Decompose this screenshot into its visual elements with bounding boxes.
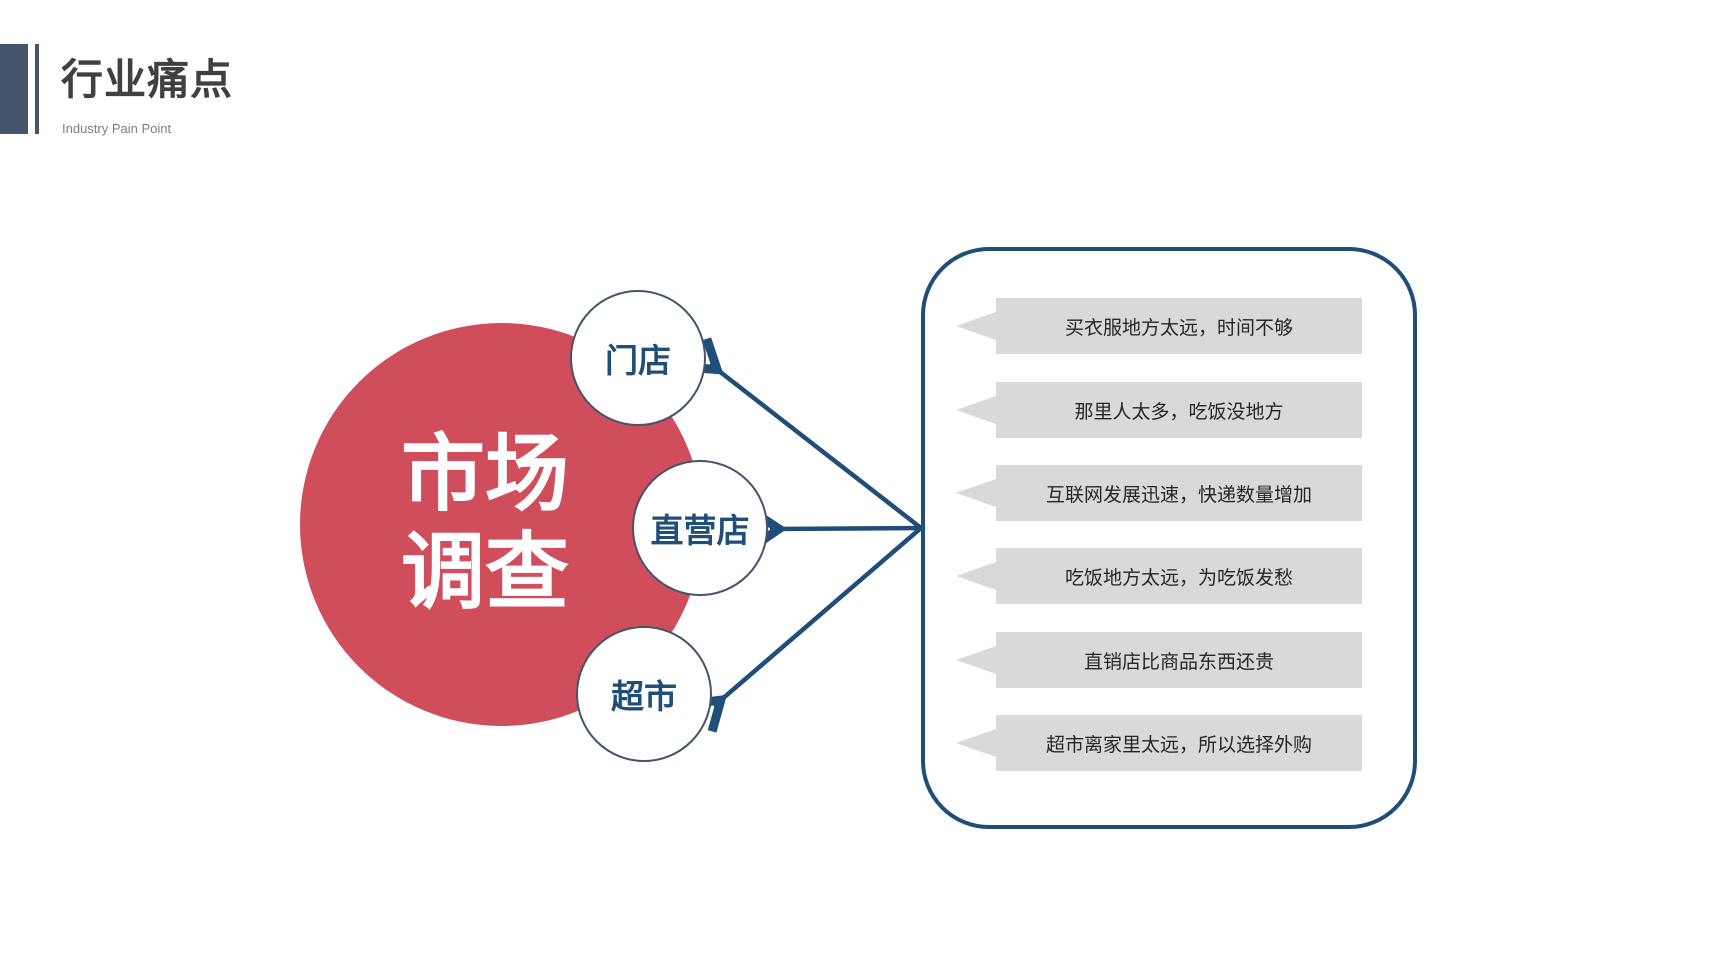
pain-point-callout: 吃饭地方太远，为吃饭发愁	[956, 548, 1362, 604]
market-research-label-line2: 调查	[400, 523, 569, 621]
page-subtitle: Industry Pain Point	[62, 121, 172, 136]
connector-supermarket	[688, 526, 923, 733]
pain-point-callout: 互联网发展迅速，快递数量增加	[956, 465, 1362, 521]
pain-point-callout: 买衣服地方太远，时间不够	[956, 298, 1362, 354]
node-store: 门店	[570, 290, 706, 426]
connector-direct-store	[749, 507, 922, 551]
node-direct-store: 直营店	[632, 460, 768, 596]
pain-point-callout: 那里人太多，吃饭没地方	[956, 382, 1362, 438]
market-research-label: 市场 调查	[390, 425, 580, 621]
header-accent-block	[0, 44, 28, 134]
header-accent-line	[35, 44, 39, 134]
pain-point-callout: 直销店比商品东西还贵	[956, 632, 1362, 688]
market-research-label-line1: 市场	[400, 425, 569, 523]
node-supermarket: 超市	[576, 626, 712, 762]
pain-point-callout: 超市离家里太远，所以选择外购	[956, 715, 1362, 771]
page-title: 行业痛点	[61, 55, 234, 104]
connector-store	[684, 337, 923, 530]
